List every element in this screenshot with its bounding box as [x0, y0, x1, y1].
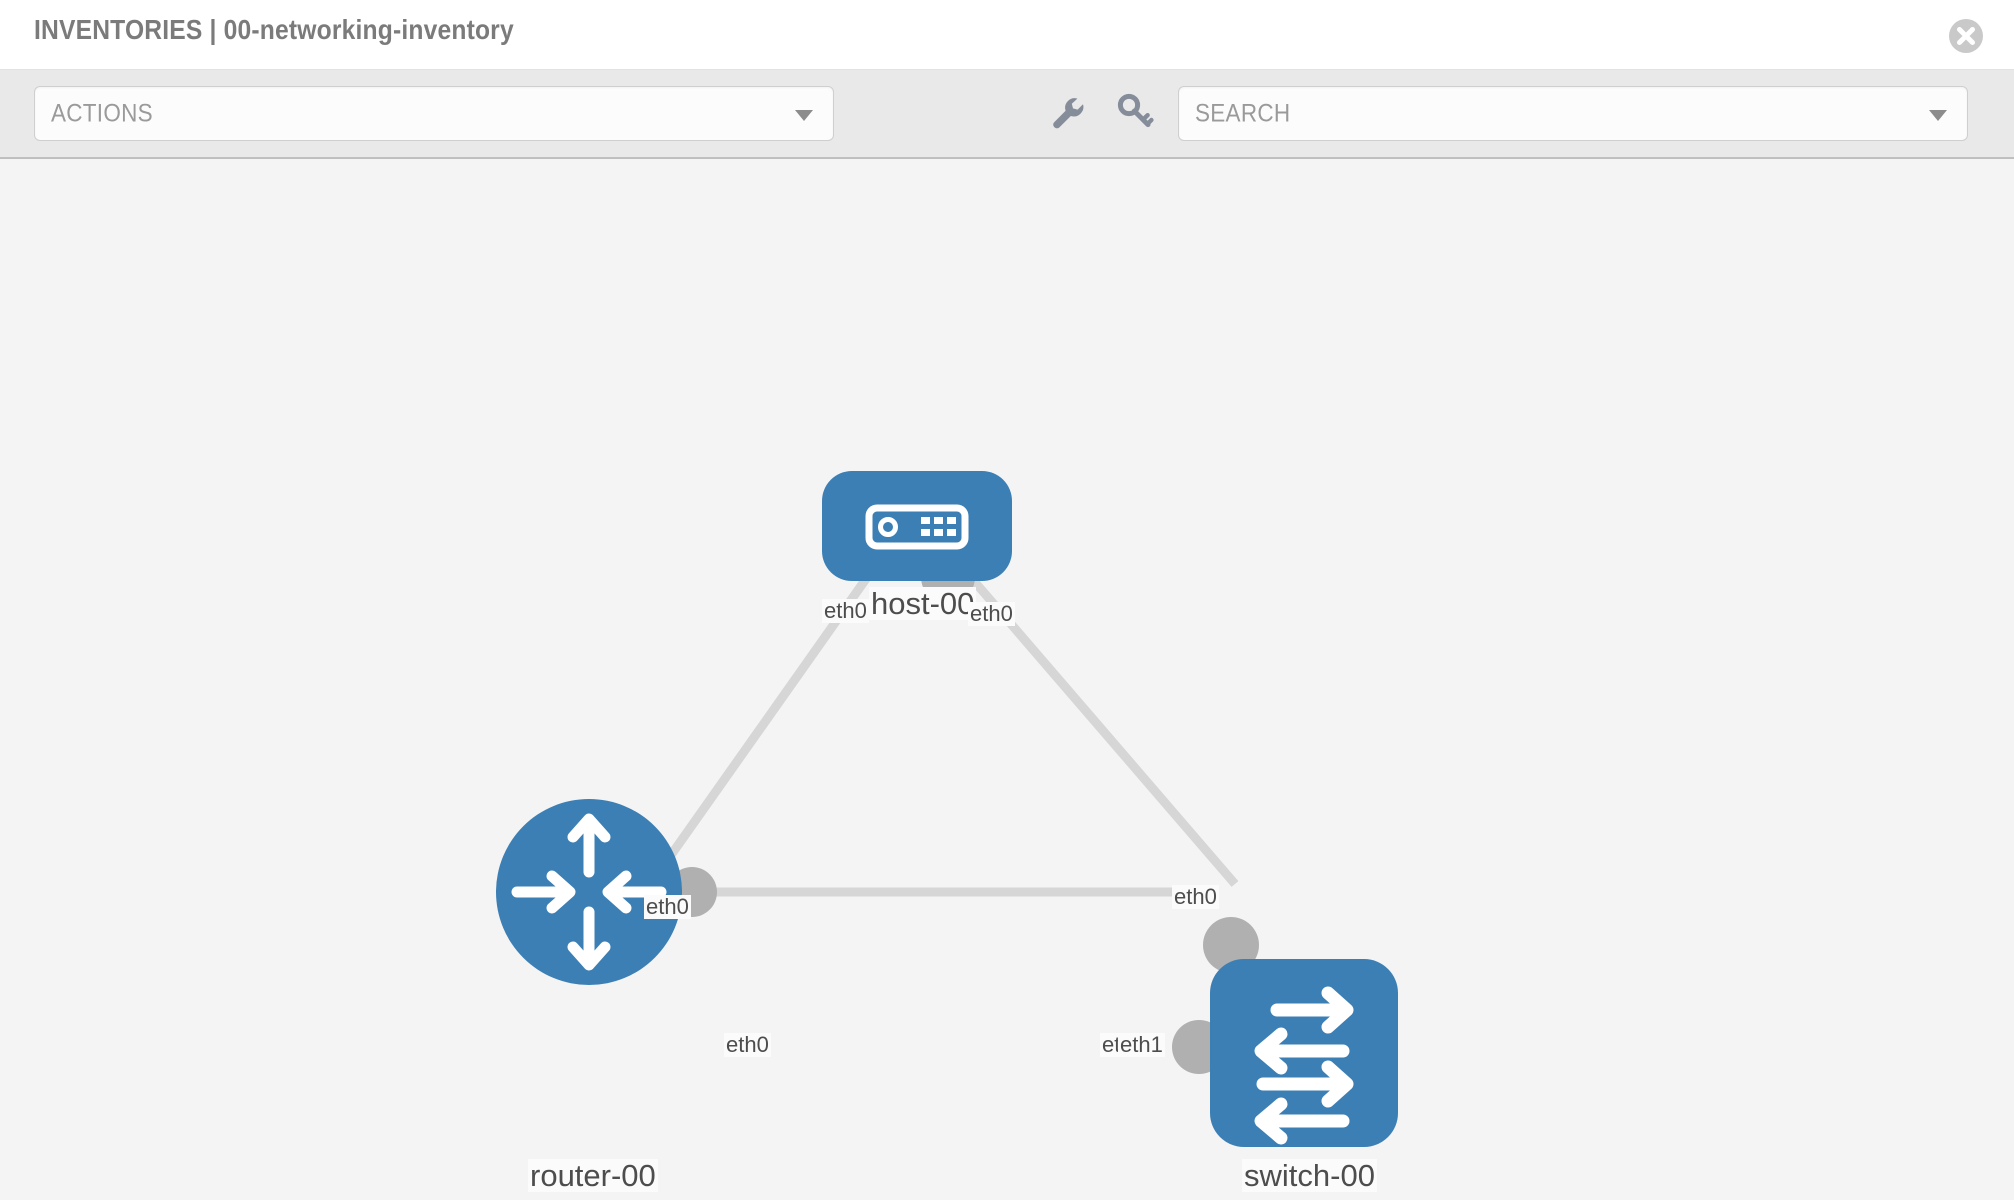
node-router-00[interactable] — [496, 799, 682, 985]
chevron-down-icon — [1929, 109, 1947, 121]
search-input[interactable]: SEARCH — [1178, 86, 1968, 141]
page-title: INVENTORIES | 00-networking-inventory — [34, 14, 514, 45]
router-arrows-icon — [511, 813, 667, 971]
node-label-router-00: router-00 — [528, 1158, 658, 1193]
interface-label-host00-eth0-right: eth0 — [968, 601, 1015, 626]
window-header: INVENTORIES | 00-networking-inventory — [0, 0, 2014, 70]
chevron-down-icon — [795, 109, 813, 121]
switch-arrows-icon — [1254, 986, 1354, 1145]
server-icon — [865, 504, 969, 550]
node-label-switch-00: switch-00 — [1242, 1158, 1377, 1193]
interface-label-host00-switch00-eth0: eth0 — [1172, 884, 1219, 909]
actions-dropdown[interactable]: ACTIONS — [34, 86, 834, 141]
interface-label-host00-eth0-left: eth0 — [822, 598, 869, 623]
node-host-00[interactable] — [822, 471, 1012, 581]
search-placeholder: SEARCH — [1195, 99, 1291, 127]
node-label-host-00: host-00 — [869, 586, 977, 621]
actions-dropdown-label: ACTIONS — [51, 99, 153, 127]
key-icon[interactable] — [1112, 90, 1158, 136]
topology-canvas[interactable]: eth0 host-00 eth0 eth0 eth0 eth0 eth0 et… — [0, 159, 2014, 1200]
node-switch-00[interactable] — [1210, 959, 1398, 1147]
interface-label-switch00-eth1: eth1 — [1118, 1032, 1165, 1057]
topology-graph — [496, 471, 1398, 1147]
close-icon[interactable] — [1948, 18, 1984, 54]
wrench-icon[interactable] — [1044, 90, 1090, 136]
interface-label-host00-router00-eth0: eth0 — [644, 894, 691, 919]
interface-label-router00-eth0: eth0 — [724, 1032, 771, 1057]
